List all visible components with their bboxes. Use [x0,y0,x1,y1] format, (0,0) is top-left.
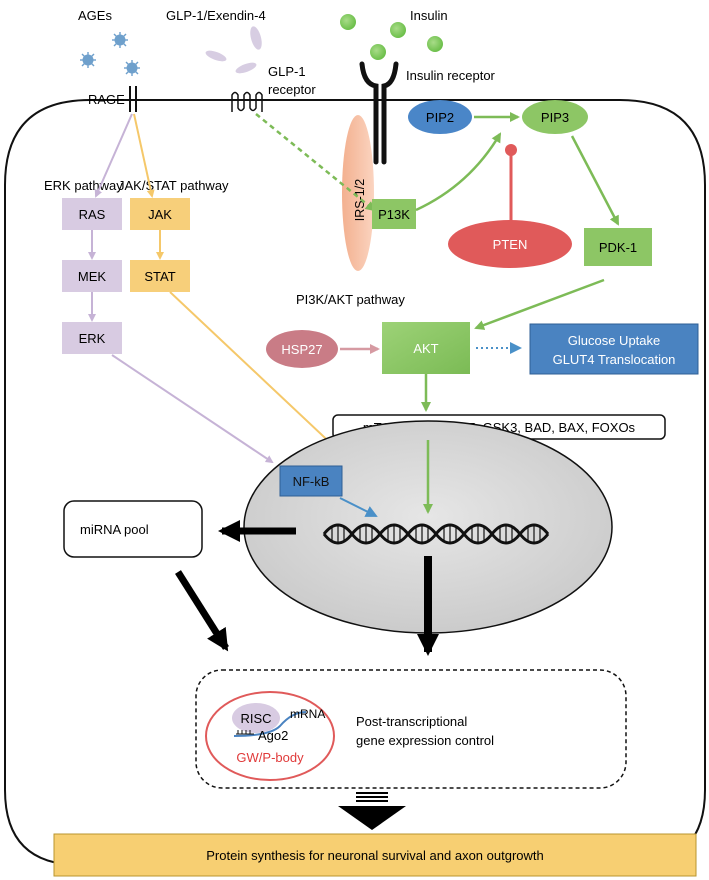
dna-helix-icon [322,523,550,545]
pdk1-node [584,228,652,266]
erk-node [62,322,122,354]
mek-label: MEK [78,269,107,284]
ptgc-label-1: Post-transcriptional [356,714,467,729]
hsp27-node [266,330,338,368]
nfkb-to-dna-arrow [339,497,378,517]
akt-label: AKT [413,341,438,356]
rage-label: RAGE [88,92,125,107]
ago2-label: Ago2 [258,728,288,743]
glucose-uptake-box [529,323,699,375]
protein-synthesis-label: Protein synthesis for neuronal survival … [206,848,543,863]
ras-label: RAS [79,207,106,222]
glucose-uptake-label-2: GLUT4 Translocation [553,352,676,367]
glp1-receptor-label-1: GLP-1 [268,64,306,79]
p13k-to-pip3-arrow [415,132,502,212]
risc-label: RISC [240,711,271,726]
mirna-pool-label: miRNA pool [80,522,149,537]
glucose-uptake-label-1: Glucose Uptake [568,333,661,348]
mirna-strand [236,730,254,735]
ras-node [62,198,122,230]
glp1r-to-p13k-arrow [255,113,376,212]
erk-label: ERK [79,331,106,346]
glp1-ligand-label: GLP-1/Exendin-4 [166,8,266,23]
ptgc-to-protein-arrow [338,792,406,830]
pdk1-to-akt-arrow [474,278,605,330]
pdk1-label: PDK-1 [599,240,637,255]
ages-label: AGEs [78,8,112,23]
glp1-receptor-label-2: receptor [268,82,316,97]
erk-to-nfkb-arrow [111,354,274,464]
insulin-receptor [359,61,399,165]
irs-label: IRS-1/2 [353,179,367,221]
glp1-particles [205,26,262,74]
akt-node [382,322,470,374]
gw-body-label: GW/P-body [236,750,304,765]
pip3-label: PIP3 [541,110,569,125]
pten-inhibition-head [505,144,517,156]
pip2-node [408,100,472,134]
jak-stat-pathway-label: JAK/STAT pathway [118,178,229,193]
insulin-particles [340,14,443,60]
stat-node [130,260,190,292]
irs-node [342,115,374,271]
mrna-strand [233,711,307,737]
jak-node [130,198,190,230]
pten-label: PTEN [493,237,528,252]
risc-complex [232,703,280,733]
hsp27-label: HSP27 [281,342,322,357]
mek-node [62,260,122,292]
mirna-to-ptgc-arrow [175,570,229,652]
erk-pathway-label: ERK pathway [44,178,123,193]
p13k-label: P13K [378,207,410,222]
pip3-to-pdk1-arrow [570,135,620,226]
insulin-receptor-label: Insulin receptor [406,68,496,83]
ptgc-label-2: gene expression control [356,733,494,748]
protein-synthesis-box [53,833,697,877]
insulin-label: Insulin [410,8,448,23]
rage-receptor [129,86,137,112]
rage-to-ras-arrow [94,113,133,198]
nfkb-label: NF-kB [293,474,330,489]
pi3k-akt-pathway-label: PI3K/AKT pathway [296,292,405,307]
mrna-label: mRNA [290,707,325,721]
ages-particles [80,32,140,76]
p13k-node [372,199,416,229]
stat-label: STAT [144,269,175,284]
pip3-node [522,100,588,134]
pip2-label: PIP2 [426,110,454,125]
pten-node [448,220,572,268]
mirna-pool-box [63,500,203,558]
glp1-receptor [231,91,263,112]
jak-label: JAK [148,207,172,222]
nfkb-node [279,465,343,497]
rage-to-jak-arrow [133,113,155,198]
